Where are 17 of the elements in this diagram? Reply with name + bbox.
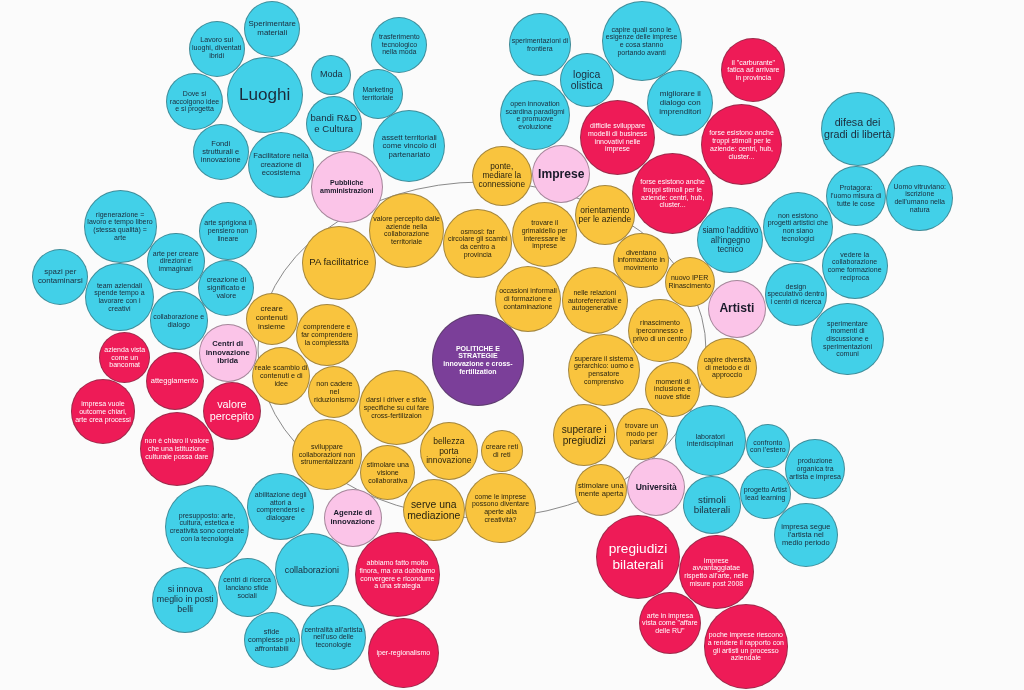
topic-bubble: stimoli bilaterali — [682, 476, 741, 535]
topic-bubble: superare i pregiudizi — [553, 403, 616, 466]
topic-bubble: Luoghi — [226, 57, 303, 134]
topic-bubble: collaborazioni — [274, 533, 349, 608]
topic-bubble: Moda — [311, 55, 352, 96]
topic-bubble: siamo l’additivo all’ingegno tecnico — [697, 207, 764, 273]
topic-bubble: ponte, mediare la connessione — [471, 145, 532, 206]
topic-bubble: difesa dei gradi di libertà — [820, 91, 895, 166]
topic-bubble: bellezza porta innovazione — [419, 422, 478, 481]
topic-bubble: bandi R&D e Cultura — [305, 95, 362, 152]
category-bubble: Imprese — [532, 145, 591, 204]
category-bubble: Università — [627, 458, 686, 517]
topic-bubble: orientamento per le aziende — [574, 184, 635, 245]
topic-bubble: PA facilitatrice — [302, 225, 376, 300]
critical-bubble: pregiudizi bilaterali — [595, 514, 680, 599]
topic-bubble: si innova meglio in posti belli — [152, 566, 219, 633]
topic-bubble: logica olistica — [559, 53, 614, 108]
